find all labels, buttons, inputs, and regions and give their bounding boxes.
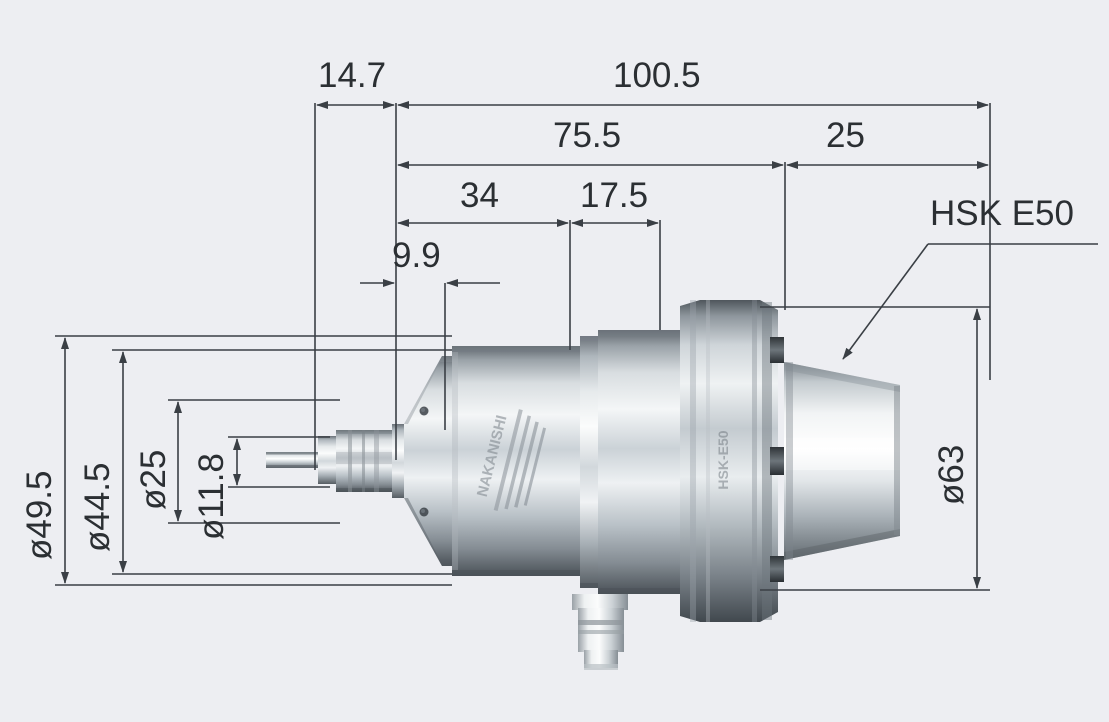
note-label-hsk-e50: HSK E50 bbox=[930, 194, 1074, 233]
dim-label-17-5: 17.5 bbox=[580, 176, 649, 215]
dim-label-9-9: 9.9 bbox=[392, 236, 441, 275]
collet-nut bbox=[318, 424, 404, 498]
dim-label-25: 25 bbox=[826, 116, 865, 155]
motor-body: NAKANISHI bbox=[419, 346, 580, 576]
tool-shaft bbox=[266, 452, 318, 468]
flange-engraving-text: HSK-E50 bbox=[715, 430, 731, 489]
hsk-flange: HSK-E50 bbox=[680, 300, 778, 622]
dim-label-34: 34 bbox=[460, 176, 499, 215]
air-fitting bbox=[572, 594, 628, 670]
flange-engraving: HSK-E50 bbox=[715, 430, 731, 489]
step-ring bbox=[580, 336, 598, 588]
dim-label-dia-25: ø25 bbox=[134, 449, 173, 510]
dim-label-dia-63: ø63 bbox=[932, 444, 971, 505]
hsk-taper-shank bbox=[784, 362, 900, 560]
mid-cylinder bbox=[598, 330, 680, 594]
dim-label-dia-11-8: ø11.8 bbox=[192, 453, 231, 540]
front-housing bbox=[404, 356, 452, 566]
dim-label-14-7: 14.7 bbox=[318, 56, 387, 95]
leader-arrow-hsk-e50 bbox=[842, 243, 929, 360]
dim-label-100-5: 100.5 bbox=[613, 56, 701, 95]
dim-label-dia-49-5: ø49.5 bbox=[20, 470, 59, 561]
flange-drive-slots bbox=[770, 337, 784, 582]
dimension-lines bbox=[55, 101, 1098, 591]
dim-label-75-5: 75.5 bbox=[553, 116, 622, 155]
spindle-product-image: NAKANISHI bbox=[266, 300, 900, 670]
dim-label-dia-44-5: ø44.5 bbox=[78, 462, 117, 553]
